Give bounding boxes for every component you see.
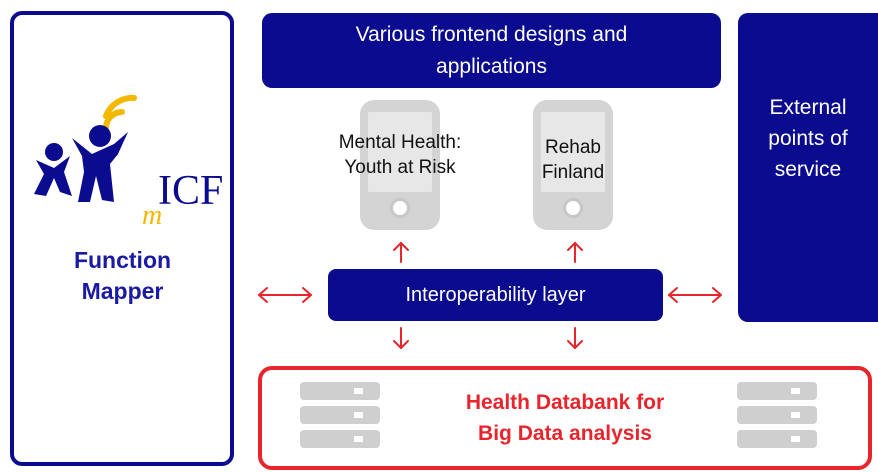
- app-label-line2: Youth at Risk: [344, 157, 456, 178]
- interoperability-label: Interoperability layer: [405, 283, 586, 306]
- databank-line1: Health Databank for: [465, 391, 665, 414]
- arrow-up-icon: [567, 242, 583, 263]
- function-mapper-line2: Mapper: [81, 278, 164, 304]
- server-stack-icon: [300, 382, 380, 450]
- health-databank-title: Health Databank for Big Data analysis: [430, 387, 700, 449]
- function-mapper-title: Function Mapper: [40, 245, 205, 307]
- logo-icf-text: ICF: [158, 168, 223, 214]
- external-line3: service: [774, 158, 842, 181]
- function-mapper-panel: [10, 11, 234, 466]
- frontend-line2: applications: [436, 54, 547, 78]
- interoperability-layer-box: Interoperability layer: [328, 269, 663, 321]
- smartphone-icon: [533, 100, 613, 230]
- app-rehab-finland-label: Rehab Finland: [513, 135, 633, 185]
- arrow-up-icon: [393, 242, 409, 263]
- double-arrow-icon: [258, 287, 312, 303]
- app-label-line1: Mental Health:: [338, 132, 462, 153]
- micf-logo-icon: m ICF: [34, 94, 223, 227]
- frontend-designs-box: Various frontend designs and application…: [262, 13, 721, 88]
- arrow-down-icon: [393, 327, 409, 349]
- app-label-line1: Rehab: [545, 137, 601, 158]
- health-databank-box: [258, 366, 872, 470]
- frontend-line1: Various frontend designs and: [355, 22, 628, 46]
- double-arrow-icon: [668, 287, 722, 303]
- external-points-box: External points of service: [738, 13, 878, 322]
- app-label-line2: Finland: [541, 162, 605, 183]
- smartphone-icon: [360, 100, 440, 230]
- external-line2: points of: [768, 127, 848, 150]
- function-mapper-line1: Function: [73, 247, 172, 273]
- app-mental-health-label: Mental Health: Youth at Risk: [320, 130, 480, 180]
- logo-m-text: m: [142, 200, 162, 227]
- external-line1: External: [769, 96, 847, 119]
- databank-line2: Big Data analysis: [478, 422, 652, 445]
- server-stack-icon: [737, 382, 817, 450]
- arrow-down-icon: [567, 327, 583, 349]
